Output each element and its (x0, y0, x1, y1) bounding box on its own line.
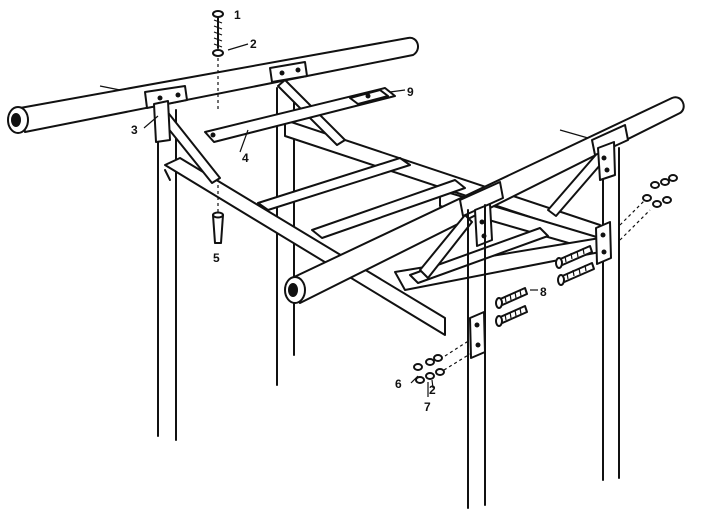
callout-1: 1 (234, 8, 241, 22)
bolt-part-8 (557, 262, 595, 286)
callout-2-bottom: 2 (429, 383, 436, 397)
ladder-rung (257, 157, 411, 211)
callout-4: 4 (242, 151, 249, 165)
bolt-part-8 (495, 287, 528, 309)
callout-3: 3 (131, 123, 138, 137)
front-right-leg (602, 334, 620, 481)
ladder-rail-left (164, 157, 446, 336)
ladder-rung (409, 227, 549, 284)
front-left-leg (467, 204, 486, 509)
leg-plate-front-right (595, 221, 612, 265)
bolt-part-1 (212, 10, 224, 49)
support-bar (204, 87, 396, 143)
callout-5: 5 (213, 251, 220, 265)
brace-front-left (419, 214, 473, 279)
callout-7: 7 (424, 400, 431, 414)
bracket-back-right (269, 61, 308, 83)
callout-2: 2 (250, 37, 257, 51)
ladder-rung (311, 179, 466, 239)
pin-part-5 (212, 185, 224, 244)
callout-9: 9 (407, 85, 414, 99)
washer-part-2 (212, 49, 224, 110)
bracket-front-right (591, 124, 629, 181)
bolt-part-8 (495, 305, 528, 327)
callout-8: 8 (540, 285, 547, 299)
nut-washer-set-right (619, 174, 678, 241)
bolt-part-8 (555, 245, 593, 269)
callout-6: 6 (395, 377, 402, 391)
bracket-back-left (144, 85, 188, 143)
leader-lines (143, 43, 538, 397)
nut-washer-set-front (413, 339, 471, 384)
leg-plate-front-left (469, 311, 486, 359)
back-left-leg (157, 104, 177, 441)
top-bar-back (7, 36, 420, 134)
